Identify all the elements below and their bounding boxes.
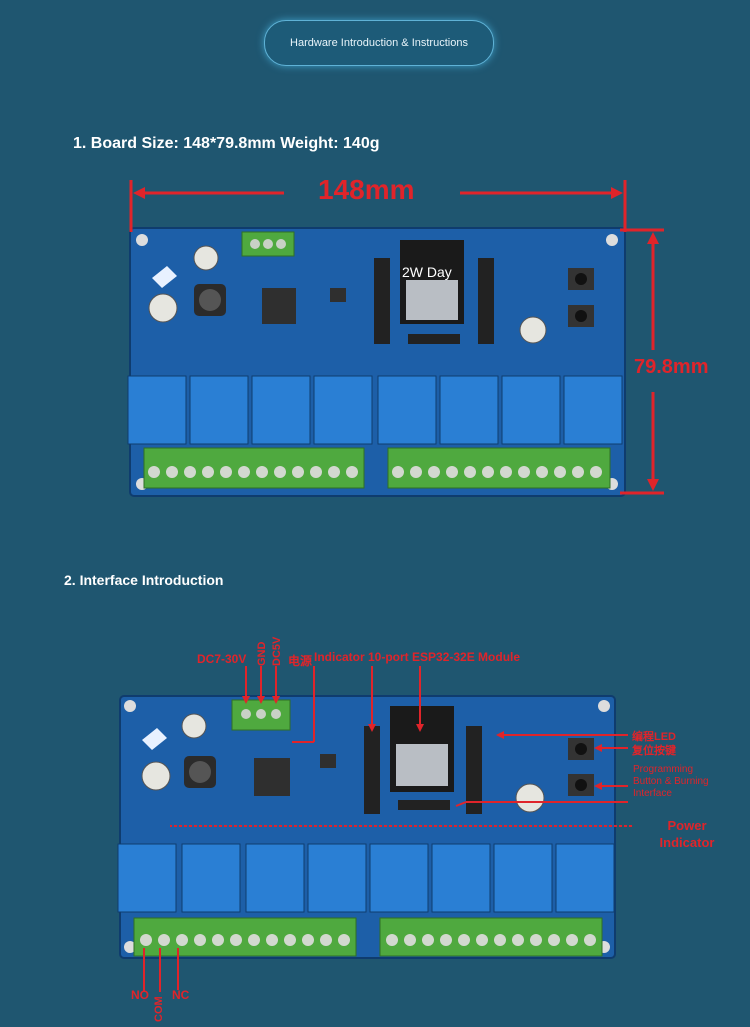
dimension-lines: [129, 180, 664, 495]
header-title: Hardware Introduction & Instructions: [290, 37, 468, 49]
label-com: COM: [153, 996, 165, 1022]
label-gnd: GND: [256, 641, 268, 666]
label-dc7-30v: DC7-30V: [197, 652, 247, 666]
label-power-zh: 电源: [288, 654, 313, 668]
label-reset-button: 复位按键: [632, 745, 676, 757]
label-programming-led: 编程LED: [632, 731, 676, 743]
width-dimension-label: 148mm: [318, 174, 415, 205]
module-overlay-text: 2W Day: [402, 264, 452, 280]
board-top-view: [127, 227, 626, 497]
board-interface-view: [117, 695, 616, 959]
label-dc5v: DC5V: [271, 636, 283, 666]
header-badge: Hardware Introduction & Instructions: [264, 20, 494, 66]
label-nc: NC: [172, 988, 190, 1002]
height-dimension-label: 79.8mm: [634, 356, 709, 378]
label-programming-button: Programming Button & Burning Interface: [633, 764, 709, 799]
section-heading-board-size: 1. Board Size: 148*79.8mm Weight: 140g: [73, 135, 380, 152]
section-heading-interface: 2. Interface Introduction: [64, 572, 224, 588]
label-power-indicator: Power Indicator: [659, 818, 715, 850]
label-no: NO: [131, 988, 149, 1002]
annotation-arrows: [143, 666, 632, 992]
label-indicator-module: Indicator 10-port ESP32-32E Module: [314, 650, 521, 664]
